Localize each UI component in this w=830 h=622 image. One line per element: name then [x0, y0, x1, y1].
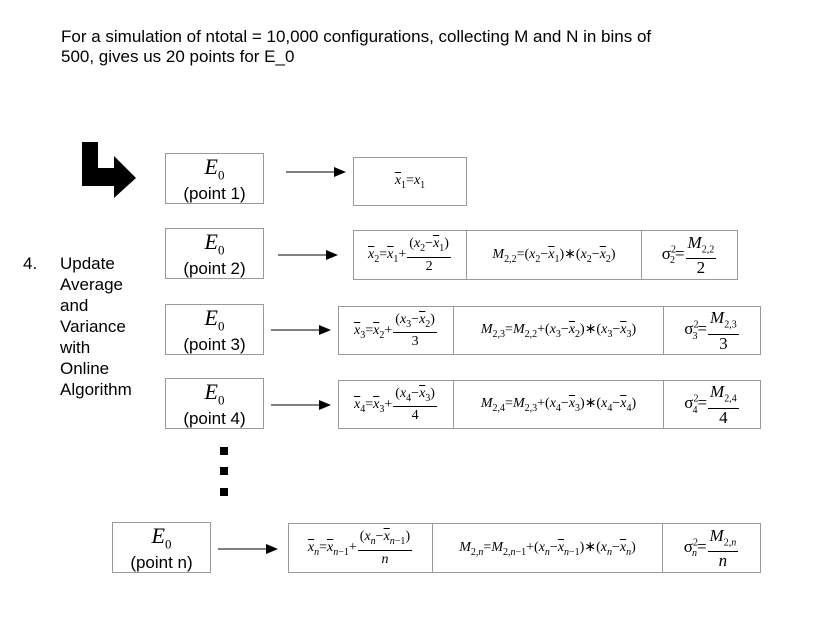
- result-box-3: x3=x2+(x3−x2)3 M2,3=M2,2+(x3−x2)∗(x3−x3)…: [338, 306, 761, 355]
- step-line: Online: [60, 359, 110, 378]
- point-4-box: E0 (point 4): [165, 378, 264, 429]
- mean-formula: xn=xn−1+(xn−xn−1)n: [307, 529, 413, 567]
- m2-formula: M2,3=M2,2+(x3−x2)∗(x3−x3): [453, 307, 663, 354]
- ellipsis-dot-icon: [220, 447, 228, 455]
- step-description: Update Average and Variance with Online …: [60, 253, 160, 400]
- right-arrow-icon: [278, 250, 338, 260]
- mean-formula: x2=x1+(x2−x1)2: [368, 236, 451, 274]
- step-number: 4.: [23, 254, 38, 273]
- point-2-box: E0 (point 2): [165, 228, 264, 279]
- step-line: Algorithm: [60, 380, 132, 399]
- intro-line-1: For a simulation of ntotal = 10,000 conf…: [61, 27, 652, 46]
- mean-formula: x4=x3+(x4−x3)4: [354, 385, 437, 424]
- right-arrow-icon: [286, 167, 346, 177]
- e0-symbol: E0: [204, 154, 225, 183]
- right-arrow-icon: [271, 325, 331, 335]
- e0-symbol: E0: [151, 523, 172, 552]
- result-box-4: x4=x3+(x4−x3)4 M2,4=M2,3+(x4−x3)∗(x4−x4)…: [338, 380, 761, 429]
- mean-formula: x1=x1: [394, 172, 426, 191]
- e0-symbol: E0: [204, 379, 225, 408]
- result-box-2: x2=x1+(x2−x1)2 M2,2=(x2−x1)∗(x2−x2) σ22=…: [353, 230, 738, 280]
- m2-formula: M2,n=M2,n−1+(xn−xn−1)∗(xn−xn): [432, 524, 662, 572]
- m2-formula: M2,4=M2,3+(x4−x3)∗(x4−x4): [453, 381, 663, 428]
- point-label: (point n): [130, 553, 193, 573]
- mean-formula: x3=x2+(x3−x2)3: [354, 311, 437, 350]
- right-arrow-icon: [218, 544, 278, 554]
- point-label: (point 1): [183, 184, 246, 204]
- ellipsis-dot-icon: [220, 488, 228, 496]
- result-box-n: xn=xn−1+(xn−xn−1)n M2,n=M2,n−1+(xn−xn−1)…: [288, 523, 761, 573]
- intro-line-2: 500, gives us 20 points for E_0: [61, 47, 295, 66]
- result-box-1: x1=x1: [353, 157, 467, 206]
- step-line: Update: [60, 254, 115, 273]
- point-3-box: E0 (point 3): [165, 304, 264, 355]
- e0-symbol: E0: [204, 305, 225, 334]
- e0-symbol: E0: [204, 229, 225, 258]
- right-arrow-icon: [271, 400, 331, 410]
- ellipsis-dot-icon: [220, 467, 228, 475]
- step-line: Variance: [60, 317, 126, 336]
- point-label: (point 3): [183, 335, 246, 355]
- point-label: (point 4): [183, 409, 246, 429]
- m2-formula: M2,2=(x2−x1)∗(x2−x2): [466, 231, 641, 279]
- intro-text: For a simulation of ntotal = 10,000 conf…: [61, 27, 761, 67]
- point-label: (point 2): [183, 259, 246, 279]
- step-line: and: [60, 296, 89, 315]
- step-line: with: [60, 338, 91, 357]
- step-line: Average: [60, 275, 124, 294]
- point-1-box: E0 (point 1): [165, 153, 264, 204]
- point-n-box: E0 (point n): [112, 522, 211, 573]
- down-right-arrow-icon: [82, 142, 136, 198]
